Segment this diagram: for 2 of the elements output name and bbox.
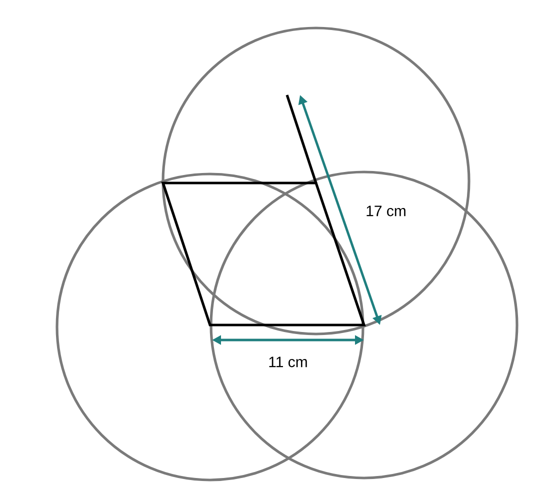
dimension-label: 17 cm [366,206,406,216]
dimension-label: 11 cm [269,356,307,368]
